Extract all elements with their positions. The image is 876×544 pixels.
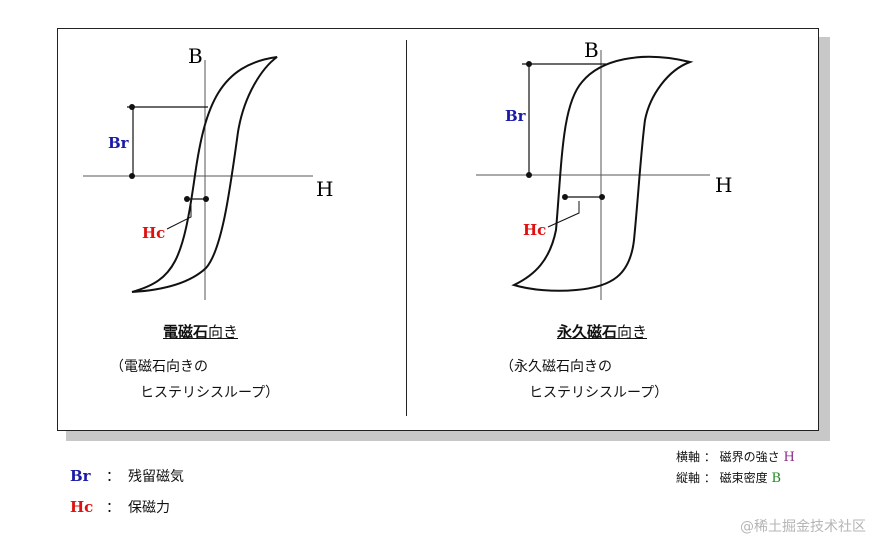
axis-note-vertical-prefix: 縦軸 ： 磁束密度: [676, 471, 768, 485]
legend-row-hc: Hc ： 保磁力: [70, 497, 170, 517]
legend-key-hc: Hc: [70, 498, 94, 516]
left-br-top-point: [129, 104, 135, 110]
axis-note-horizontal-letter: H: [783, 450, 795, 465]
axis-note-vertical: 縦軸 ： 磁束密度 B: [676, 469, 781, 486]
right-hc-point-a: [562, 194, 568, 200]
left-b-label: B: [188, 44, 203, 68]
left-caption-bold: 電磁石: [163, 323, 209, 341]
right-hc-point-b: [599, 194, 605, 200]
left-hc-leader: [166, 203, 192, 230]
axis-note-horizontal: 横軸 ： 磁界の強さ H: [676, 448, 795, 465]
left-sub-line2: ヒステリシスループ）: [140, 385, 280, 401]
left-hysteresis-curve: [131, 56, 278, 293]
right-br-origin-point: [526, 172, 532, 178]
right-caption-bold: 永久磁石: [557, 323, 618, 341]
left-hc-label: Hc: [142, 224, 165, 242]
right-sub-line2: ヒステリシスループ）: [529, 385, 669, 401]
left-br-label: Br: [108, 134, 130, 152]
left-h-label: H: [316, 177, 333, 201]
right-sub-line1: （永久磁石向きの: [500, 359, 612, 375]
left-hc-point-a: [184, 196, 190, 202]
left-hc-point-b: [203, 196, 209, 202]
right-h-label: H: [715, 173, 732, 197]
right-hc-leader: [547, 201, 580, 228]
legend-key-br: Br: [70, 467, 91, 485]
right-caption-rest: 向き: [617, 323, 648, 341]
left-br-origin-point: [129, 173, 135, 179]
right-caption: 永久磁石向き: [557, 321, 647, 342]
legend-row-br: Br ： 残留磁気: [70, 466, 184, 486]
right-br-top-point: [526, 61, 532, 67]
right-br-label: Br: [505, 107, 527, 125]
axis-note-vertical-letter: B: [771, 471, 782, 486]
right-b-label: B: [584, 38, 599, 62]
axis-note-horizontal-prefix: 横軸 ： 磁界の強さ: [676, 450, 780, 464]
left-caption: 電磁石向き: [163, 321, 238, 342]
legend-colon-hc: ：: [106, 500, 120, 516]
legend-text-hc: 保磁力: [128, 500, 170, 516]
right-hc-label: Hc: [523, 221, 546, 239]
legend-colon-br: ：: [106, 469, 120, 485]
right-hysteresis-curve: [511, 55, 694, 292]
figure-panel: [57, 28, 819, 431]
watermark: @稀土掘金技术社区: [740, 519, 866, 535]
left-sub-line1: （電磁石向きの: [110, 359, 208, 375]
left-caption-rest: 向き: [208, 323, 239, 341]
legend-text-br: 残留磁気: [128, 469, 184, 485]
panel-divider: [406, 40, 407, 416]
